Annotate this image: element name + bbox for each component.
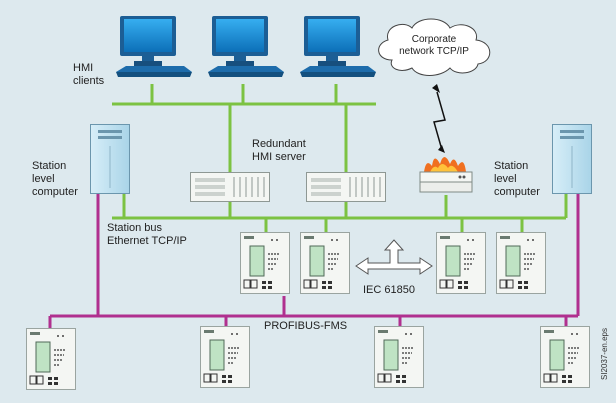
station-level-computer-right-label: Station level computer <box>494 160 540 198</box>
lightning-icon <box>433 91 446 151</box>
tower-computer-icon <box>90 124 130 194</box>
double-arrow-icon <box>355 239 433 275</box>
file-id-label: SI2037-en.eps <box>600 328 609 381</box>
profibus-label: PROFIBUS-FMS <box>264 320 348 332</box>
iec-61850-label: IEC 61850 <box>363 284 415 296</box>
protection-relay-icon <box>200 326 250 388</box>
monitor-icon <box>300 16 376 77</box>
redundant-hmi-server-label: Redundant HMI server <box>252 138 306 163</box>
monitor-icon <box>116 16 192 77</box>
cloud-icon <box>378 18 491 76</box>
tower-computer-icon <box>552 124 592 194</box>
protection-relay-icon <box>496 232 546 294</box>
monitor-icon <box>208 16 284 77</box>
server-icon <box>190 172 270 202</box>
station-bus-label: Station bus Ethernet TCP/IP <box>107 222 187 247</box>
station-level-computer-left-label: Station level computer <box>32 160 78 198</box>
protection-relay-icon <box>374 326 424 388</box>
protection-relay-icon <box>26 328 76 390</box>
protection-relay-icon <box>436 232 486 294</box>
corporate-network-label: Corporate network TCP/IP <box>399 34 469 57</box>
protection-relay-icon <box>540 326 590 388</box>
server-icon <box>306 172 386 202</box>
protection-relay-icon <box>240 232 290 294</box>
hmi-clients-label: HMI clients <box>73 62 105 87</box>
protection-relay-icon <box>300 232 350 294</box>
firewall-icon <box>419 157 473 193</box>
